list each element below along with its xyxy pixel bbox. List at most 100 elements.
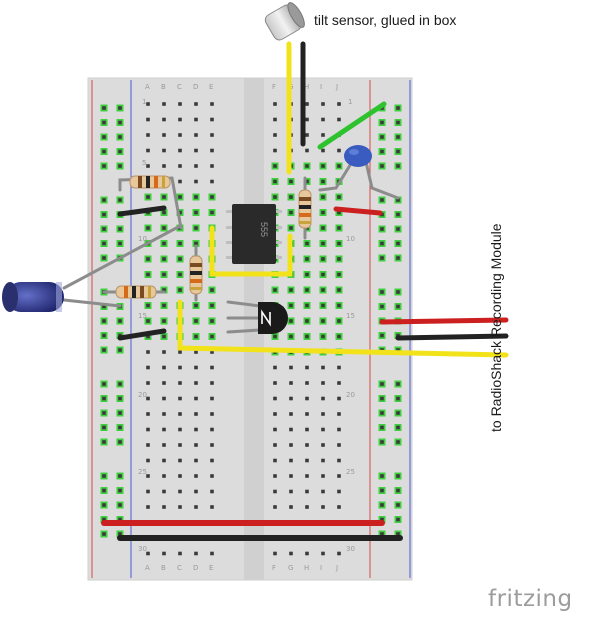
- breadboard-hole: [178, 195, 182, 199]
- breadboard-hole: [102, 348, 106, 352]
- breadboard-hole: [289, 443, 293, 447]
- breadboard-hole: [273, 443, 277, 447]
- breadboard-hole: [162, 226, 166, 230]
- breadboard-hole: [321, 412, 325, 416]
- tilt-sensor-label: tilt sensor, glued in box: [314, 12, 457, 28]
- breadboard-hole: [289, 210, 293, 215]
- wires: [62, 41, 509, 541]
- breadboard-hole: [305, 179, 309, 184]
- breadboard-hole: [178, 551, 182, 556]
- row-number: 1: [348, 98, 352, 106]
- row-number: 15: [138, 312, 147, 320]
- breadboard-hole: [178, 381, 182, 385]
- column-label: G: [288, 564, 293, 572]
- breadboard-hole: [102, 120, 106, 125]
- breadboard-hole: [194, 505, 198, 509]
- breadboard-hole: [289, 505, 293, 509]
- breadboard-hole: [146, 412, 150, 416]
- breadboard-hole: [118, 382, 122, 386]
- breadboard-hole: [210, 102, 214, 106]
- breadboard-hole: [178, 102, 182, 106]
- breadboard-hole: [178, 443, 182, 447]
- breadboard-hole: [305, 505, 309, 509]
- breadboard-hole: [337, 288, 341, 292]
- breadboard-hole: [337, 148, 341, 153]
- row-number: 30: [346, 545, 355, 553]
- breadboard-hole: [380, 425, 384, 430]
- breadboard-hole: [210, 179, 214, 184]
- breadboard-hole: [380, 474, 384, 478]
- breadboard-hole: [194, 396, 198, 401]
- breadboard-hole: [118, 488, 122, 493]
- breadboard-hole: [118, 198, 122, 202]
- breadboard-hole: [118, 106, 122, 110]
- breadboard-hole: [289, 288, 293, 292]
- breadboard-hole: [396, 198, 400, 202]
- breadboard-hole: [337, 396, 341, 401]
- breadboard-hole: [337, 303, 341, 308]
- row-number: 25: [346, 468, 355, 476]
- breadboard-hole: [337, 443, 341, 447]
- breadboard-hole: [380, 241, 384, 246]
- breadboard-hole: [321, 381, 325, 385]
- breadboard-hole: [273, 365, 277, 370]
- breadboard-hole: [102, 227, 106, 231]
- breadboard-hole: [380, 290, 384, 294]
- breadboard-hole: [396, 411, 400, 415]
- breadboard-hole: [321, 334, 325, 339]
- wire-gray-transistor-legs: [226, 300, 262, 308]
- breadboard-hole: [321, 226, 325, 230]
- breadboard-hole: [337, 102, 341, 106]
- breadboard-hole: [194, 427, 198, 432]
- breadboard-hole: [380, 333, 384, 338]
- fritzing-logo: fritzing: [488, 586, 573, 612]
- breadboard-hole: [118, 425, 122, 430]
- breadboard-hole: [146, 443, 150, 447]
- breadboard-hole: [321, 319, 325, 323]
- breadboard-hole: [210, 551, 214, 556]
- breadboard-hole: [146, 474, 150, 478]
- column-label: H: [304, 83, 309, 91]
- breadboard-hole: [162, 257, 166, 261]
- breadboard-hole: [396, 106, 400, 110]
- breadboard-hole: [178, 210, 182, 215]
- resistor-vertical-left: [189, 255, 203, 295]
- breadboard-hole: [162, 443, 166, 447]
- breadboard-hole: [210, 474, 214, 478]
- breadboard-hole: [396, 212, 400, 217]
- breadboard-hole: [380, 198, 384, 202]
- breadboard-hole: [102, 382, 106, 386]
- breadboard-hole: [118, 517, 122, 522]
- breadboard-hole: [118, 227, 122, 231]
- chip-marking: 555: [259, 222, 269, 237]
- breadboard-hole: [289, 396, 293, 401]
- breadboard-hole: [396, 488, 400, 493]
- breadboard-hole: [102, 256, 106, 260]
- breadboard-hole: [162, 102, 166, 106]
- breadboard-hole: [305, 102, 309, 106]
- breadboard-hole: [380, 396, 384, 401]
- breadboard-hole: [273, 334, 277, 339]
- breadboard-hole: [102, 532, 106, 536]
- breadboard-hole: [305, 272, 309, 277]
- breadboard-hole: [210, 381, 214, 385]
- breadboard-hole: [321, 148, 325, 153]
- column-label: B: [161, 564, 166, 572]
- breadboard-hole: [337, 427, 341, 432]
- tilt-sensor: [264, 2, 305, 41]
- breadboard-hole: [273, 102, 277, 106]
- breadboard-hole: [396, 532, 400, 536]
- breadboard-hole: [210, 458, 214, 463]
- breadboard-hole: [289, 319, 293, 323]
- breadboard-hole: [162, 458, 166, 463]
- wire-yellow-to-module: [177, 299, 509, 358]
- breadboard-hole: [210, 148, 214, 153]
- breadboard-hole: [321, 179, 325, 184]
- breadboard-hole: [118, 149, 122, 154]
- breadboard-hole: [146, 195, 150, 199]
- breadboard-hole: [194, 303, 198, 308]
- breadboard-hole: [194, 381, 198, 385]
- breadboard-hole: [321, 241, 325, 246]
- breadboard-hole: [162, 381, 166, 385]
- breadboard-hole: [396, 149, 400, 154]
